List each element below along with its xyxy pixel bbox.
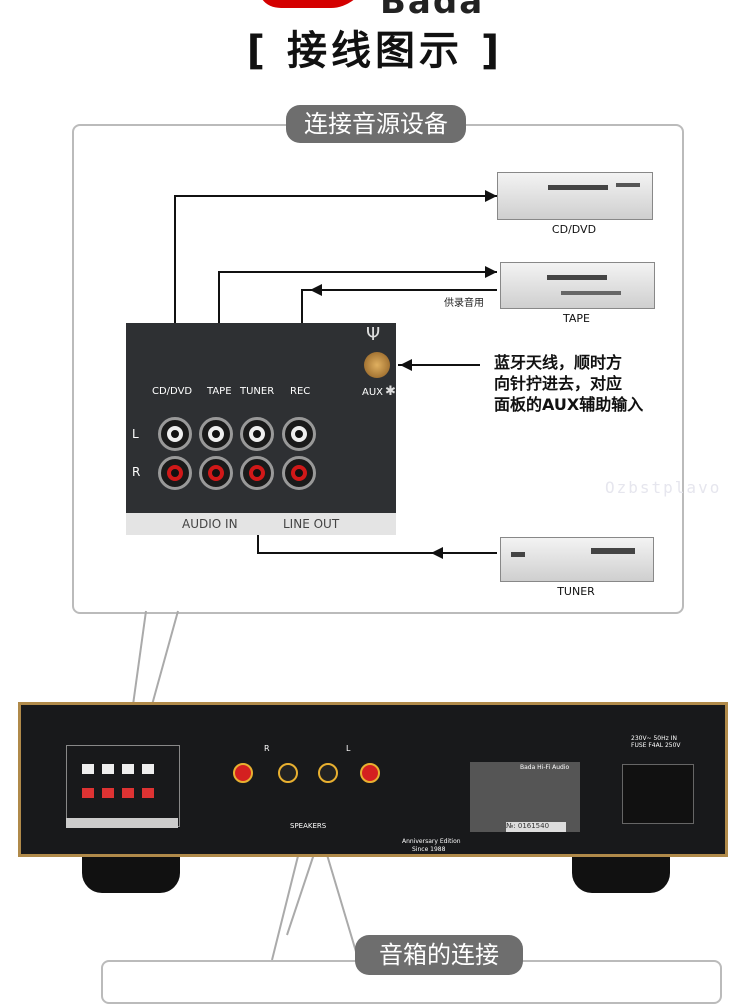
caption-tape: TAPE	[563, 312, 590, 325]
bluetooth-note-line-1: 蓝牙天线，顺时方	[494, 353, 623, 372]
bluetooth-icon: ✱	[385, 384, 396, 399]
tape-device	[500, 262, 655, 309]
section-label-sources: 连接音源设备	[286, 105, 466, 143]
speaker-terminal-l-plus	[360, 763, 380, 783]
caption-cd-dvd: CD/DVD	[551, 223, 597, 236]
panel-label-left: L	[132, 427, 139, 441]
note-record-use: 供录音用	[444, 298, 484, 309]
fuse-rating: 230V~ 50Hz IN FUSE F4AL 250V	[631, 735, 681, 749]
info-plate-brand: Bada Hi-Fi Audio	[520, 764, 570, 771]
panel-label-tape: TAPE	[207, 386, 232, 397]
since-text: Since 1988	[412, 846, 446, 853]
caption-tuner: TUNER	[557, 585, 595, 598]
speakers-label: SPEAKERS	[290, 822, 327, 830]
brand-logo-word: Bada	[380, 0, 485, 22]
serial-number: №: 0161540	[506, 822, 566, 832]
power-socket	[622, 764, 694, 824]
anniversary-text: Anniversary Edition	[402, 838, 461, 845]
speaker-label-l: L	[346, 744, 351, 753]
jack-rec-right	[282, 456, 316, 490]
bluetooth-note-line-3: 面板的AUX辅助输入	[494, 395, 644, 414]
tuner-device	[500, 537, 654, 582]
jack-cd-right	[158, 456, 192, 490]
antenna-icon: Ψ	[366, 324, 381, 345]
panel-label-tuner: TUNER	[240, 386, 275, 397]
speaker-label-r: R	[264, 744, 270, 753]
speaker-terminal-l-minus	[318, 763, 338, 783]
speaker-terminal-r-plus	[233, 763, 253, 783]
amp-input-jacks-bottom	[82, 788, 162, 798]
jack-tuner-right	[240, 456, 274, 490]
amp-foot-right	[572, 857, 670, 893]
speaker-terminal-r-minus	[278, 763, 298, 783]
panel-label-line-out: LINE OUT	[283, 517, 340, 531]
info-plate	[470, 762, 580, 832]
jack-rec-left	[282, 417, 316, 451]
aux-antenna-jack	[364, 352, 390, 378]
panel-label-rec: REC	[290, 386, 311, 397]
bluetooth-note: 蓝牙天线，顺时方 向针拧进去，对应 面板的AUX辅助输入	[494, 352, 643, 415]
panel-label-aux: AUX	[362, 387, 384, 398]
amp-input-label-strip	[66, 818, 178, 828]
panel-label-strip	[126, 513, 396, 535]
amp-input-block	[66, 745, 180, 827]
jack-tape-right	[199, 456, 233, 490]
jack-tuner-left	[240, 417, 274, 451]
section-label-speakers: 音箱的连接	[355, 935, 523, 975]
watermark-text: Ozbstplavo	[605, 478, 722, 497]
cd-dvd-device	[497, 172, 653, 220]
jack-cd-left	[158, 417, 192, 451]
panel-label-cd-dvd: CD/DVD	[152, 386, 193, 397]
page-title: [ 接线图示 ]	[246, 28, 504, 74]
amp-foot-left	[82, 857, 180, 893]
amp-input-jacks-top	[82, 764, 162, 774]
bluetooth-note-line-2: 向针拧进去，对应	[494, 374, 623, 393]
panel-label-right: R	[132, 465, 141, 479]
jack-tape-left	[199, 417, 233, 451]
panel-label-audio-in: AUDIO IN	[182, 517, 238, 531]
